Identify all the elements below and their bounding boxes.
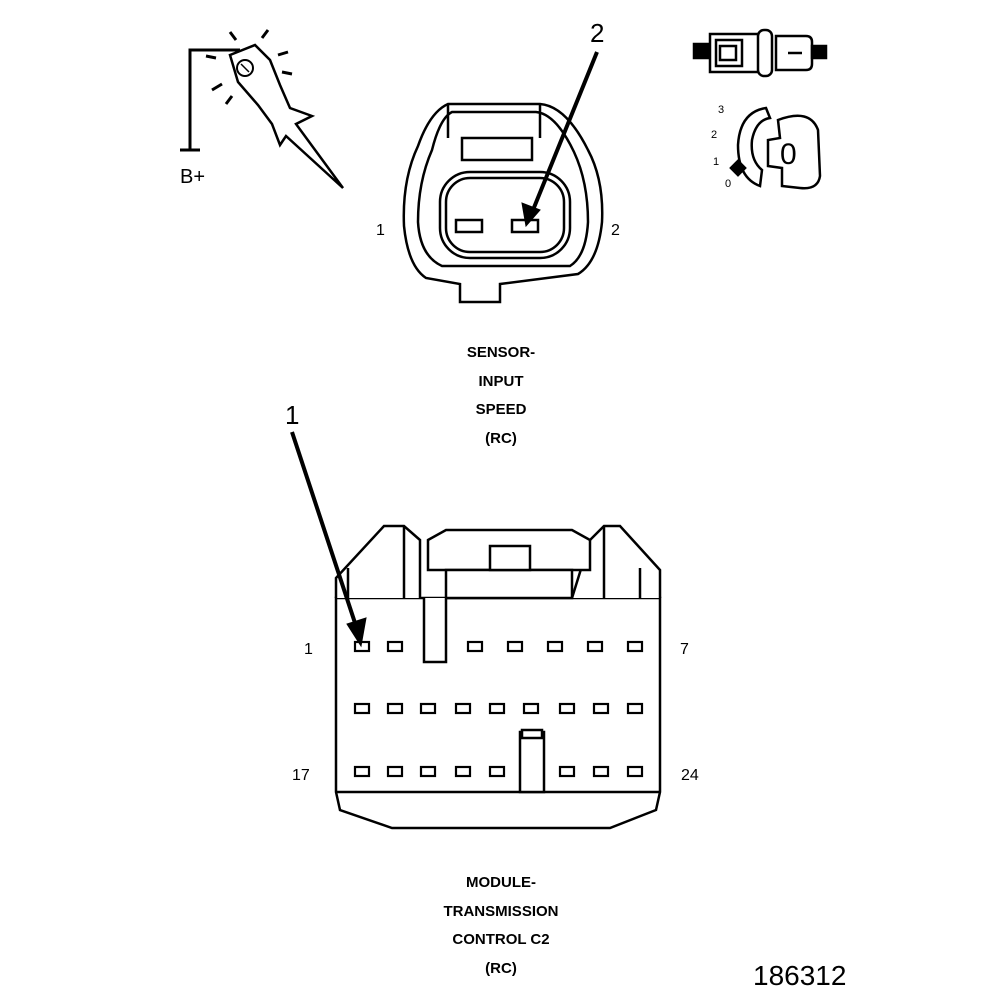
callout-arrow-2 [521, 51, 599, 228]
test-light-probe-icon [180, 29, 345, 189]
callout-2-label: 2 [590, 18, 605, 48]
pin-cavity [466, 640, 484, 653]
sensor-pin-2-label: 2 [611, 222, 620, 239]
pin-cavity [353, 765, 371, 778]
module-pin-1-label: 1 [304, 641, 313, 658]
key-position-1: 1 [713, 156, 720, 168]
module-pin-24-label: 24 [681, 767, 699, 784]
sensor-connector-caption: SENSOR- INPUT SPEED (RC) [431, 339, 571, 453]
caption-line: SENSOR- [466, 344, 536, 361]
pin-cavity [353, 640, 371, 653]
module-connector-body [334, 524, 662, 830]
caption-line: INPUT [478, 372, 524, 390]
figure-id: 186312 [753, 960, 847, 991]
key-label: 0 [780, 138, 797, 171]
caption-line: (RC) [485, 959, 517, 977]
pin-cavity [454, 702, 472, 715]
caption-line: CONTROL C2 [452, 931, 550, 948]
pin-cavity [454, 765, 472, 778]
ignition-key-switch-icon [729, 106, 822, 190]
pin-cavity [386, 702, 404, 715]
caption-line: MODULE- [466, 874, 536, 891]
pin-cavity [558, 702, 576, 715]
pin-cavity [626, 640, 644, 653]
pin-cavity [626, 765, 644, 778]
pin-cavity [506, 640, 524, 653]
caption-line: TRANSMISSION [443, 902, 559, 920]
pin-cavity [546, 640, 564, 653]
pin-cavity [386, 640, 404, 653]
key-position-0: 0 [725, 178, 732, 190]
pin-cavity [592, 702, 610, 715]
module-pin-cavities [353, 640, 644, 778]
pin-cavity [522, 702, 540, 715]
pin-cavity [586, 640, 604, 653]
module-pin-7-label: 7 [680, 641, 689, 658]
pin-cavity [488, 702, 506, 715]
key-position-3: 3 [718, 104, 725, 116]
pin-cavity [386, 765, 404, 778]
callout-arrow-1 [290, 431, 367, 648]
sensor-pin-1-label: 1 [376, 222, 385, 239]
key-position-2: 2 [711, 129, 718, 141]
pin-cavity [626, 702, 644, 715]
pin-cavity [419, 702, 437, 715]
pin-cavity [353, 702, 371, 715]
pin-cavity [419, 765, 437, 778]
sensor-connector-body [402, 102, 604, 304]
pin-cavity [558, 765, 576, 778]
module-pin-17-label: 17 [292, 767, 310, 784]
callout-1-label: 1 [285, 400, 300, 430]
module-connector-caption: MODULE- TRANSMISSION CONTROL C2 (RC) [416, 869, 586, 983]
pin-cavity [592, 765, 610, 778]
disconnect-connector-icon [692, 28, 828, 78]
caption-line: (RC) [485, 429, 517, 447]
pin-cavity [488, 765, 506, 778]
caption-line: SPEED [475, 401, 527, 418]
b-plus-label: B+ [180, 166, 206, 188]
